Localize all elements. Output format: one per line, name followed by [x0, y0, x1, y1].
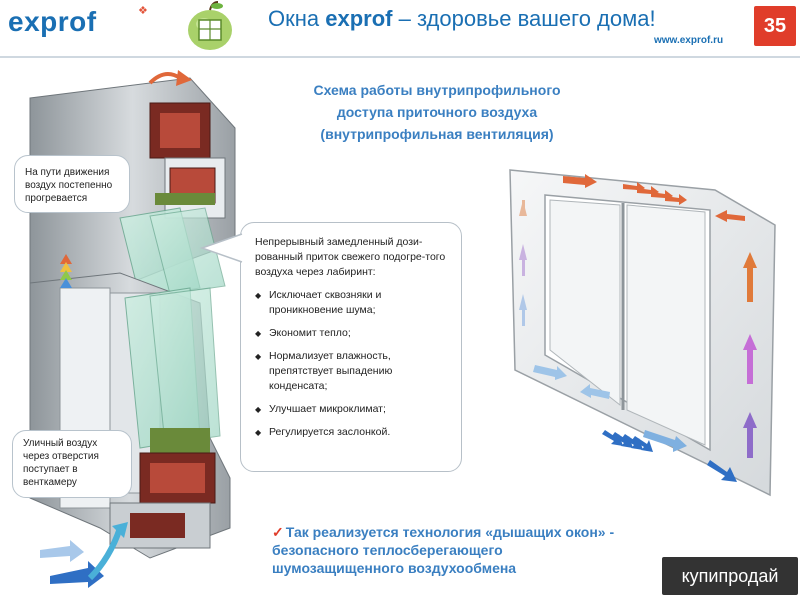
window-profile-illustration	[29, 70, 236, 588]
header-divider	[0, 56, 800, 58]
benefit-item: Исключает сквозняки и проникновение шума…	[255, 288, 447, 318]
bottom-statement-text: Так реализуется технология «дышащих окон…	[272, 524, 615, 576]
cold-air-arrow-left	[40, 522, 128, 588]
logo-emblem-icon: ❖	[138, 5, 148, 17]
bottom-cool-arrows	[533, 365, 737, 482]
left-side-arrows	[519, 200, 527, 326]
top-warm-arrows	[563, 174, 745, 222]
callout-street-air: Уличный воздух через отверстия поступает…	[12, 430, 132, 498]
slogan: Окна exprof – здоровье вашего дома!	[268, 6, 656, 32]
diagram-title: Схема работы внутрипрофильного доступа п…	[272, 79, 602, 145]
slogan-prefix: Окна	[268, 6, 326, 31]
watermark-badge: купипродай	[662, 557, 798, 595]
slogan-brand: exprof	[325, 6, 393, 31]
benefits-lead: Непрерывный замедленный дози-рованный пр…	[255, 236, 446, 278]
page-number-badge: 35	[754, 6, 796, 46]
title-line-3: (внутрипрофильная вентиляция)	[320, 126, 554, 142]
website-link[interactable]: www.exprof.ru	[654, 35, 724, 46]
apple-window-icon	[188, 1, 232, 50]
rainbow-transition-arrow	[60, 254, 72, 288]
callout-benefits: Непрерывный замедленный дози-рованный пр…	[240, 222, 462, 472]
title-line-2: доступа приточного воздуха	[336, 104, 538, 120]
header: exprof ❖ Окна exprof – здоровье вашего д…	[0, 0, 800, 58]
benefit-item: Улучшает микроклимат;	[255, 402, 447, 417]
callout-pointer	[200, 233, 243, 263]
benefit-item: Регулируется заслонкой.	[255, 425, 447, 440]
warm-air-arrow-top	[148, 70, 192, 86]
right-side-arrows	[743, 252, 757, 458]
title-line-1: Схема работы внутрипрофильного	[313, 82, 561, 98]
exprof-logo[interactable]: exprof	[8, 6, 97, 37]
benefit-item: Нормализует влажность, препятствует выпа…	[255, 349, 447, 394]
slogan-suffix: – здоровье вашего дома!	[392, 6, 656, 31]
checkmark-icon: ✓	[272, 524, 284, 540]
window-frame-airflow-diagram	[509, 169, 776, 497]
benefits-list: Исключает сквозняки и проникновение шума…	[255, 288, 447, 440]
callout-warming: На пути движения воздух постепенно прогр…	[14, 155, 130, 213]
bottom-statement: ✓Так реализуется технология «дышащих око…	[272, 523, 632, 577]
benefit-item: Экономит тепло;	[255, 326, 447, 341]
